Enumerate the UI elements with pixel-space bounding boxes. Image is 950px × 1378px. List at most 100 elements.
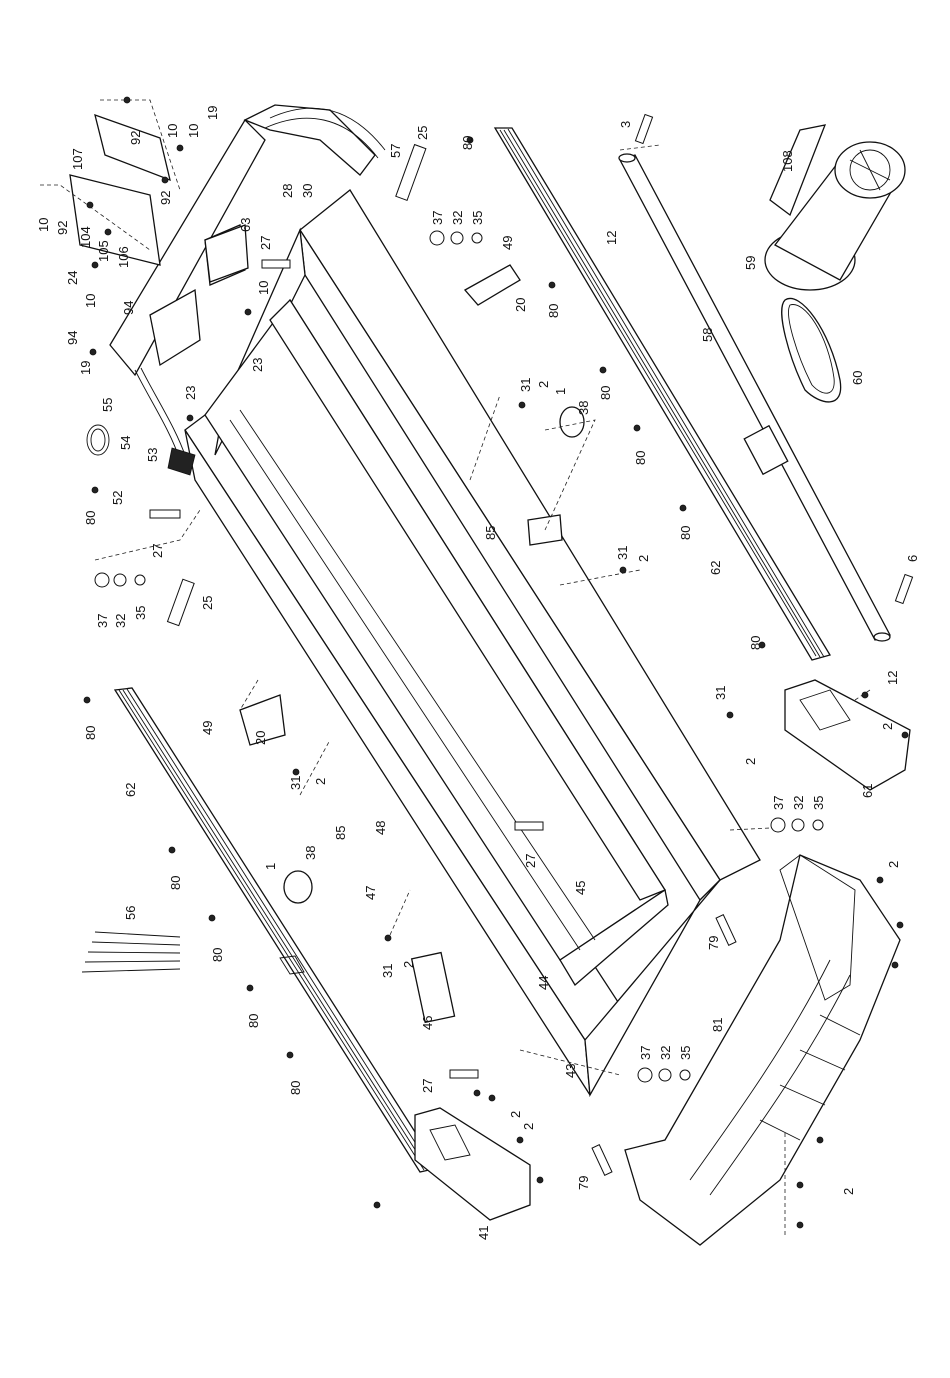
callout: 47 — [363, 886, 378, 900]
callout: 80 — [546, 304, 561, 318]
callout: 31 — [713, 686, 728, 700]
deck-panels — [204, 298, 669, 986]
callout: 80 — [288, 1081, 303, 1095]
callout: 20 — [513, 298, 528, 312]
callout: 31 — [518, 378, 533, 392]
callout: 57 — [388, 144, 403, 158]
callout: 106 — [116, 246, 131, 268]
callout: 80 — [678, 526, 693, 540]
callout: 19 — [205, 106, 220, 120]
callout: 80 — [748, 636, 763, 650]
callout: 54 — [118, 436, 133, 450]
callout: 58 — [700, 328, 715, 342]
callout: 2 — [880, 723, 895, 730]
callout: 80 — [598, 386, 613, 400]
callout: 31 — [615, 546, 630, 560]
callout: 2 — [841, 1188, 856, 1195]
callout: 80 — [460, 136, 475, 150]
callout: 2 — [636, 555, 651, 562]
callout: 27 — [523, 854, 538, 868]
washer-stacks — [94, 230, 824, 1083]
leader-lines — [40, 99, 871, 1235]
callout: 92 — [128, 131, 143, 145]
callout: 25 — [200, 596, 215, 610]
callout: 52 — [110, 491, 125, 505]
callout: 45 — [573, 881, 588, 895]
callout: 32 — [113, 614, 128, 628]
callout: 63 — [238, 218, 253, 232]
callout: 35 — [678, 1046, 693, 1060]
bolts-and-pins — [149, 113, 914, 1176]
callout: 92 — [158, 191, 173, 205]
callout: 94 — [121, 301, 136, 315]
motor-bracket-assembly — [109, 104, 386, 377]
callout: 61 — [860, 784, 875, 798]
callout: 44 — [536, 976, 551, 990]
callout: 12 — [604, 231, 619, 245]
rear-endcap-right — [784, 679, 911, 791]
callout: 38 — [576, 401, 591, 415]
brackets — [204, 224, 563, 746]
callout: 2 — [536, 381, 551, 388]
callout: 35 — [133, 606, 148, 620]
callout: 53 — [145, 448, 160, 462]
callout: 80 — [83, 726, 98, 740]
callout: 38 — [303, 846, 318, 860]
callout: 80 — [246, 1014, 261, 1028]
callout: 94 — [65, 331, 80, 345]
callout: 105 — [96, 240, 111, 262]
callout: 85 — [483, 526, 498, 540]
callout: 32 — [791, 796, 806, 810]
callout: 48 — [373, 821, 388, 835]
callout: 2 — [313, 778, 328, 785]
callout: 56 — [123, 906, 138, 920]
callout: 2 — [508, 1111, 523, 1118]
wiring — [86, 367, 196, 476]
callout: 23 — [183, 386, 198, 400]
callout: 81 — [710, 1018, 725, 1032]
callout: 27 — [150, 544, 165, 558]
callout: 85 — [333, 826, 348, 840]
callout: 28 — [280, 184, 295, 198]
callout: 37 — [95, 614, 110, 628]
callout: 6 — [905, 555, 920, 562]
callout: 35 — [811, 796, 826, 810]
cable-ties — [81, 931, 181, 973]
callout: 37 — [771, 796, 786, 810]
motor-hood — [624, 854, 901, 1246]
decal — [410, 951, 456, 1024]
callout: 60 — [850, 371, 865, 385]
callout: 62 — [123, 783, 138, 797]
callout: 79 — [576, 1176, 591, 1190]
callout: 32 — [450, 211, 465, 225]
callout: 35 — [470, 211, 485, 225]
callout: 49 — [200, 721, 215, 735]
callout: 49 — [500, 236, 515, 250]
callout: 46 — [420, 1016, 435, 1030]
callout: 37 — [430, 211, 445, 225]
callout: 43 — [563, 1064, 578, 1078]
callout: 37 — [638, 1046, 653, 1060]
callout: 1 — [263, 863, 278, 870]
callout: 59 — [743, 256, 758, 270]
callout: 2 — [886, 861, 901, 868]
callout: 10 — [186, 124, 201, 138]
callout: 92 — [55, 221, 70, 235]
callout: 31 — [288, 776, 303, 790]
callout: 32 — [658, 1046, 673, 1060]
screws — [83, 96, 909, 1229]
callout: 1 — [553, 388, 568, 395]
motor-shield — [769, 124, 827, 217]
front-roller — [618, 153, 891, 642]
callout: 55 — [100, 398, 115, 412]
callout: 10 — [83, 294, 98, 308]
callout-labels: 80 80 80 80 80 80 80 80 80 80 80 80 62 6… — [36, 106, 920, 1240]
callout: 23 — [250, 358, 265, 372]
callout: 104 — [78, 226, 93, 248]
callout: 3 — [618, 121, 633, 128]
callout: 31 — [380, 964, 395, 978]
callout: 80 — [168, 876, 183, 890]
callout: 107 — [70, 148, 85, 170]
leveling-feet — [283, 406, 585, 904]
